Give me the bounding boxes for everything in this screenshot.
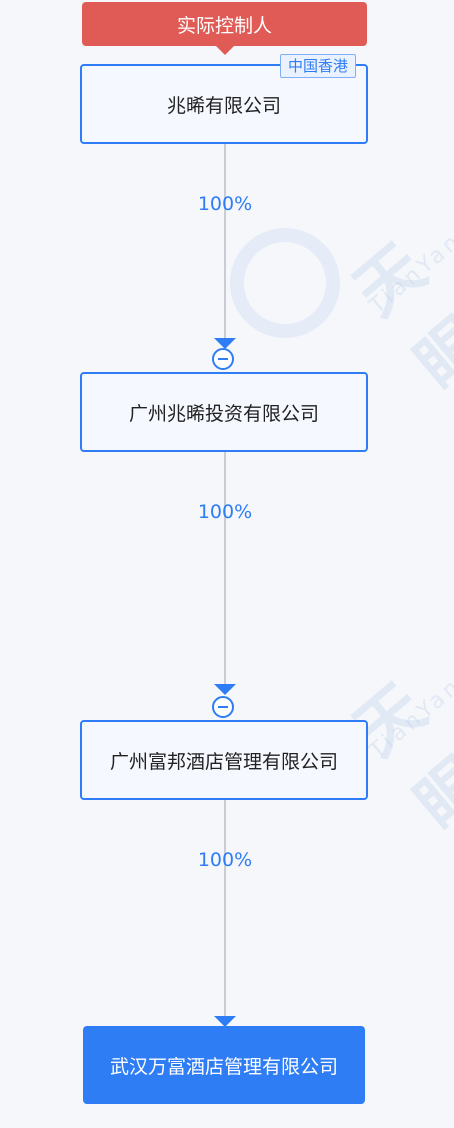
target-company-node[interactable]: 武汉万富酒店管理有限公司	[83, 1026, 365, 1104]
region-tag: 中国香港	[279, 54, 356, 78]
share-percent: 100%	[197, 849, 253, 871]
controller-pointer-icon	[216, 46, 234, 55]
connector-line	[224, 144, 226, 338]
company-name: 广州富邦酒店管理有限公司	[109, 750, 338, 773]
company-node[interactable]: 广州兆晞投资有限公司	[80, 372, 368, 452]
actual-controller-label: 实际控制人	[82, 2, 367, 46]
connector-line	[224, 452, 226, 684]
watermark-subtext: TianYan	[365, 672, 454, 765]
company-name: 广州兆晞投资有限公司	[128, 402, 319, 425]
company-name: 武汉万富酒店管理有限公司	[109, 1055, 338, 1078]
company-node[interactable]: 兆晞有限公司 中国香港	[80, 54, 368, 144]
watermark-logo-icon	[230, 228, 340, 338]
share-percent: 100%	[197, 501, 253, 523]
connector-line	[224, 800, 226, 1016]
company-name: 兆晞有限公司	[166, 94, 281, 117]
company-node[interactable]: 广州富邦酒店管理有限公司	[80, 720, 368, 800]
arrow-down-icon	[214, 684, 236, 695]
collapse-icon[interactable]	[212, 696, 234, 718]
share-percent: 100%	[197, 193, 253, 215]
arrow-down-icon	[214, 1016, 236, 1027]
arrow-down-icon	[214, 338, 236, 349]
watermark-subtext: TianYan	[365, 227, 454, 320]
collapse-icon[interactable]	[212, 348, 234, 370]
